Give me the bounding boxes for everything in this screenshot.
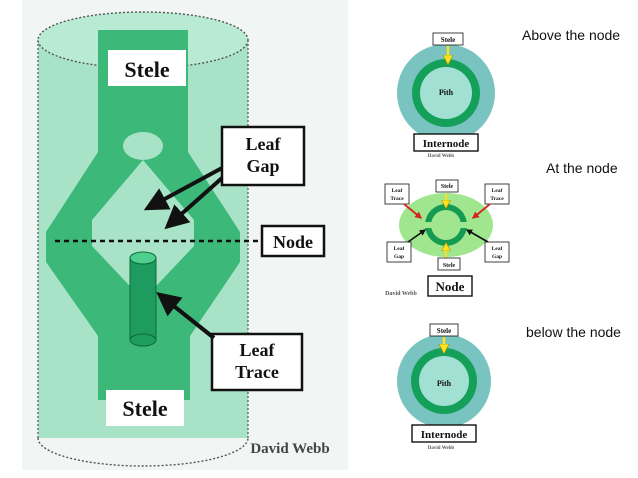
below-internode-box [411,424,477,443]
node-leaf-trace-left-2: Trace [390,196,404,202]
caption-below-the-node: below the node [526,324,621,340]
leaf-trace-label-box [210,332,304,392]
node-leaf-gap-right-2: Gap [492,254,502,260]
node-box [427,275,473,297]
leaf-gap-label-line1: Leaf [246,134,282,154]
node-gap-right-cut [457,222,469,228]
node-leaf-gap-left-box [386,241,412,263]
main-credit: David Webb [250,441,329,457]
node-red-arrow-left [403,203,423,219]
node-box-label: Node [436,279,465,294]
leaf-gap-label-line2: Gap [246,156,279,176]
node-leaf-trace-right-1: Leaf [492,188,503,194]
leaf-trace-arrow [156,292,216,340]
below-stele-label: Stele [437,327,451,335]
leaf-trace-label-line2: Trace [235,362,279,382]
leaf-trace-top [129,251,157,265]
node-stele-bottom-box [437,257,461,271]
node-leaf-gap-right-box [484,241,510,263]
node-leaf-trace-left-1: Leaf [392,188,403,194]
node-red-arrow-right [471,203,491,219]
node-black-arrow-right [465,229,489,243]
caption-above-the-node: Above the node [522,27,621,43]
cross-section-below: Pith Stele Internode David Webb [397,323,491,451]
node-leaf-trace-right-box [484,183,510,205]
node-black-arrow-left [407,229,427,243]
node-leaf-gap-left-1: Leaf [394,246,405,252]
below-internode-label: Internode [421,429,468,441]
node-credit: David Webb [385,291,417,297]
below-pith-label: Pith [437,379,452,388]
main-stem-figure: Stele Stele Leaf Gap Node Leaf Trace Dav… [22,0,348,470]
cross-section-above: Pith Stele Internode David Webb [397,32,495,159]
leaf-trace-strand [129,257,157,341]
leaf-gap-arrow-2 [164,176,224,230]
below-credit: David Webb [428,446,455,451]
above-internode-box [413,133,479,152]
leaf-gap-arrow-1 [143,166,223,211]
stele-vascular-tissue [46,30,240,400]
node-leaf-trace-right-2: Trace [490,196,504,202]
above-pith [420,67,472,119]
node-pith [431,210,461,240]
stele-bottom-label: Stele [122,396,167,421]
above-internode-label: Internode [423,138,470,150]
node-leaf-gap-right-1: Leaf [492,246,503,252]
node-label-box [260,224,326,258]
node-gap-left-cut [423,222,435,228]
node-leaf-trace-left-box [384,183,410,205]
node-stele-bottom-label: Stele [443,263,456,269]
leaf-trace-label-line1: Leaf [240,340,276,360]
cross-section-at-node: Stele Stele Leaf Trace Leaf Trace Leaf G… [384,179,510,297]
above-credit: David Webb [428,154,455,159]
stele-top-label: Stele [124,57,169,82]
above-stele-label: Stele [441,36,455,44]
node-stele-top-box [435,179,459,193]
stele-top-label-box [108,50,186,86]
below-pith [419,356,469,406]
leaf-trace-bottom [129,333,157,347]
below-stele-box [429,323,459,337]
node-leaf-gap-left-2: Gap [394,254,404,260]
node-label: Node [273,232,313,252]
leaf-gap-opening [123,132,163,160]
leaf-gap-label-box [220,125,306,187]
stem-bottom-rim [37,437,249,467]
node-stele-top-label: Stele [441,184,454,190]
stele-bottom-label-box [106,390,184,426]
above-stele-box [432,32,464,46]
caption-at-the-node: At the node [546,160,618,176]
above-pith-label: Pith [439,88,454,97]
